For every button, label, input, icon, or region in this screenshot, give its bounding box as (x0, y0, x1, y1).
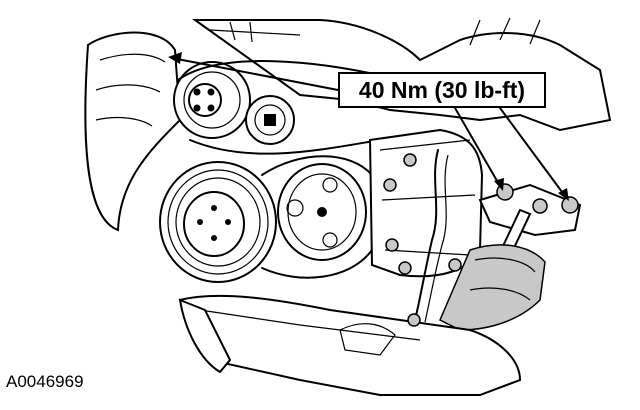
exhaust-flange (478, 183, 582, 237)
lower-heat-shield (178, 298, 232, 374)
upper-idler-pulley (173, 61, 251, 139)
leader-arrow-right-1 (454, 107, 501, 187)
crankshaft-pulley (159, 161, 277, 283)
figure-id-label: A0046969 (6, 372, 84, 391)
tensioner-pulley (245, 95, 295, 145)
oil-pan (178, 294, 522, 396)
heat-shield-left (84, 31, 182, 232)
torque-spec-callout: 40 Nm (30 lb-ft) (338, 72, 546, 108)
housing-bolts (383, 153, 462, 275)
drive-belt-lower (261, 155, 373, 279)
leader-arrow-right-2 (499, 107, 566, 197)
harness-clip (407, 313, 421, 327)
wiring-harness (414, 149, 439, 321)
torque-spec-label: 40 Nm (30 lb-ft) (358, 76, 526, 103)
leader-arrow-left (171, 57, 339, 91)
water-pump-pulley (277, 163, 367, 261)
